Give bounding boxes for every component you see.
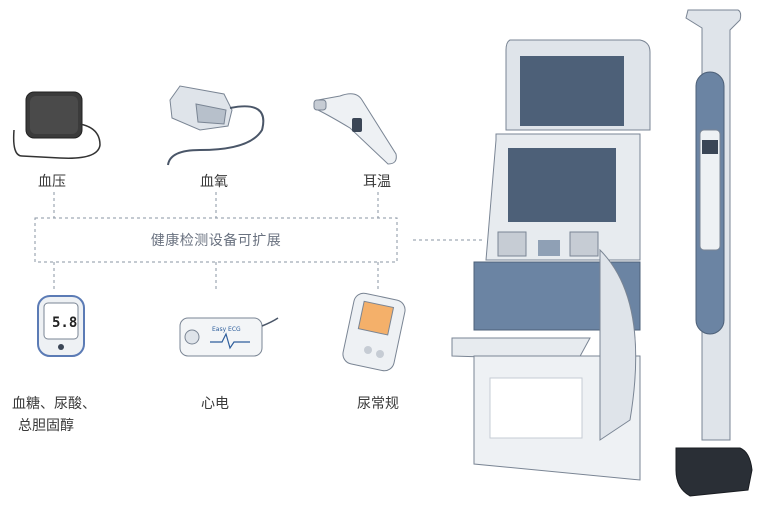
device-label-bp: 血压 [38, 174, 66, 190]
device-label-ecg: 心电 [201, 396, 229, 412]
device-label-urine: 尿常规 [357, 396, 399, 412]
device-label-temp: 耳温 [363, 174, 391, 190]
glucose-screen-value: 5.8 [52, 315, 77, 331]
device-label-glucose-line1: 血糖、尿酸、 [12, 396, 96, 412]
extension-label: 健康检测设备可扩展 [150, 233, 282, 249]
device-label-glucose-line2: 总胆固醇 [18, 418, 74, 434]
ecg-brand-text: Easy ECG [212, 326, 241, 333]
device-label-spo2: 血氧 [200, 174, 228, 190]
